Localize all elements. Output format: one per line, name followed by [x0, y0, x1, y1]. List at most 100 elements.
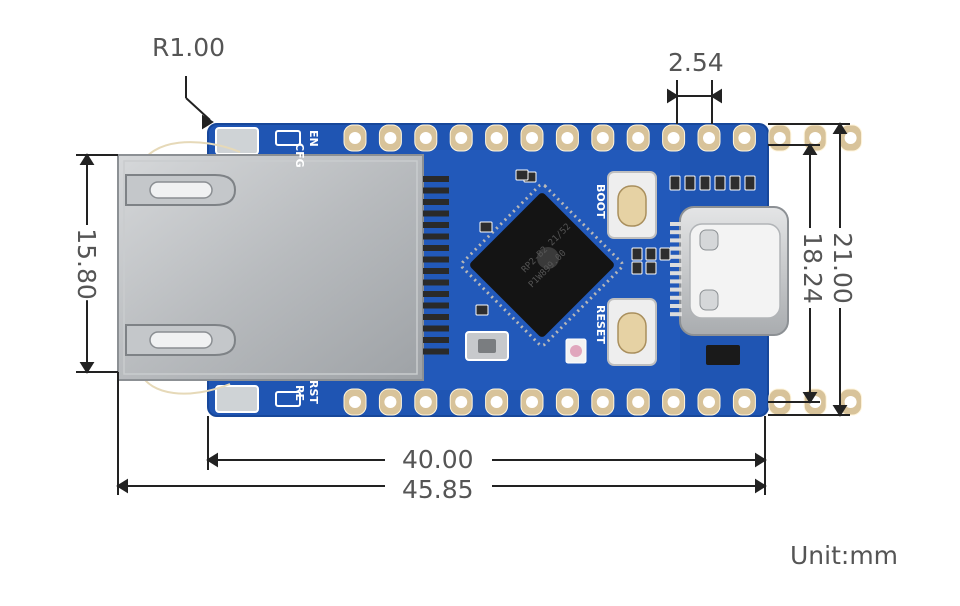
usb-c-pin: [670, 295, 682, 300]
dim-pin-span-height: 18.24: [797, 232, 827, 304]
rj45-arrow-top: [79, 153, 95, 165]
passive-components: [475, 169, 756, 316]
unit-label: Unit:mm: [790, 541, 899, 570]
board-arrow-bottom: [832, 405, 848, 417]
rj45-pin: [423, 348, 449, 355]
resistor: [729, 175, 741, 191]
raspberry-logo: [537, 247, 559, 269]
capacitor: [659, 247, 671, 261]
rj45-arrow-bottom: [79, 362, 95, 374]
dim-rj45-height: 15.80: [71, 228, 101, 300]
pin-hole-bottom: [738, 396, 751, 408]
capacitor: [631, 247, 643, 261]
pin-hole-bottom: [384, 396, 397, 408]
pin-hole-bottom: [349, 396, 361, 408]
pin-hole-top: [455, 132, 468, 144]
dim-pin-pitch: 2.54: [668, 48, 724, 77]
pin-hole-bottom: [667, 396, 680, 408]
ldo-regulator: [706, 345, 740, 365]
pin-hole-top: [526, 132, 538, 144]
radius-arrow: [202, 114, 214, 130]
pin-hole-bottom: [703, 396, 715, 408]
rj45-pin: [423, 210, 449, 217]
pin-hole-bottom: [561, 396, 574, 408]
pin-hole-top: [419, 132, 432, 144]
silk-re: RE: [293, 385, 306, 401]
hole-arrow-left: [206, 452, 218, 468]
pitch-arrow-right: [710, 88, 722, 104]
usb-c-pins: [670, 222, 682, 317]
pin-hole-top: [667, 132, 680, 144]
usb-c-pin: [670, 271, 682, 276]
dimension-lines: [76, 76, 850, 495]
resistor: [684, 175, 696, 191]
corner-pad-bottom-left: [215, 385, 259, 413]
capacitor: [631, 261, 643, 275]
capacitor: [645, 247, 657, 261]
pin-hole-bottom: [844, 396, 857, 408]
usb-c-pin: [670, 287, 682, 292]
silk-rst: RST: [307, 380, 320, 404]
rj45-pin: [423, 245, 449, 251]
resistor: [714, 175, 726, 191]
pitch-arrow-left: [667, 88, 679, 104]
capacitor: [645, 261, 657, 275]
silk-cfg: CFG: [293, 143, 306, 168]
span-arrow-bottom: [802, 392, 818, 404]
rj45-pin: [423, 268, 449, 274]
pin-hole-bottom: [419, 396, 432, 408]
pin-hole-bottom: [490, 396, 503, 408]
pin-hole-top: [490, 132, 503, 144]
silk-en: EN: [307, 130, 320, 147]
usb-c-tab-bottom: [699, 289, 719, 311]
pin-hole-bottom: [596, 396, 609, 408]
rj45-pin: [423, 187, 449, 194]
usb-c-pin: [670, 246, 682, 251]
boot-button-cap[interactable]: [617, 185, 647, 227]
pin-hole-top: [596, 132, 609, 144]
board-arrow-top: [832, 122, 848, 134]
span-arrow-top: [802, 143, 818, 155]
rj45-pin: [423, 337, 449, 343]
pin-hole-top: [844, 132, 857, 144]
pin-hole-top: [561, 132, 574, 144]
jumper-pad-en: [275, 130, 301, 146]
rj45-pin: [423, 314, 449, 320]
pin-hole-top: [632, 132, 645, 144]
silk-boot: BOOT: [594, 184, 607, 219]
pin-hole-top: [349, 132, 361, 144]
usb-c-pin: [670, 279, 682, 284]
dim-overall-width: 45.85: [402, 475, 474, 504]
pin-hole-top: [738, 132, 751, 144]
rj45-latch-bottom-slot: [149, 331, 213, 349]
radius-leader: [185, 97, 211, 121]
rj45-pin: [423, 199, 449, 205]
usb-c-pin: [670, 230, 682, 235]
pin-hole-bottom: [526, 396, 538, 408]
silk-reset: RESET: [594, 305, 607, 344]
pin-hole-top: [703, 132, 715, 144]
rj45-latch-top-slot: [149, 181, 213, 199]
small-component: [515, 169, 529, 181]
usb-c-pin: [670, 263, 682, 267]
chip-pin-ring: [460, 183, 624, 347]
rj45-pin: [423, 279, 449, 286]
status-led-lens: [570, 345, 582, 357]
resistor: [744, 175, 756, 191]
rj45-pin: [423, 176, 449, 182]
usb-c-pin: [670, 238, 682, 243]
rj45-pin: [423, 325, 449, 332]
hole-arrow-right: [755, 452, 767, 468]
rj45-pin: [423, 222, 449, 228]
small-component: [475, 304, 489, 316]
resistor: [699, 175, 711, 191]
rj45-pin: [423, 233, 449, 240]
usb-c-pin: [670, 312, 682, 317]
pin-hole-top: [809, 132, 822, 144]
dim-board-height: 21.00: [827, 232, 857, 304]
reset-button-cap[interactable]: [617, 312, 647, 354]
overall-arrow-left: [116, 478, 128, 494]
crystal-center: [478, 339, 496, 353]
